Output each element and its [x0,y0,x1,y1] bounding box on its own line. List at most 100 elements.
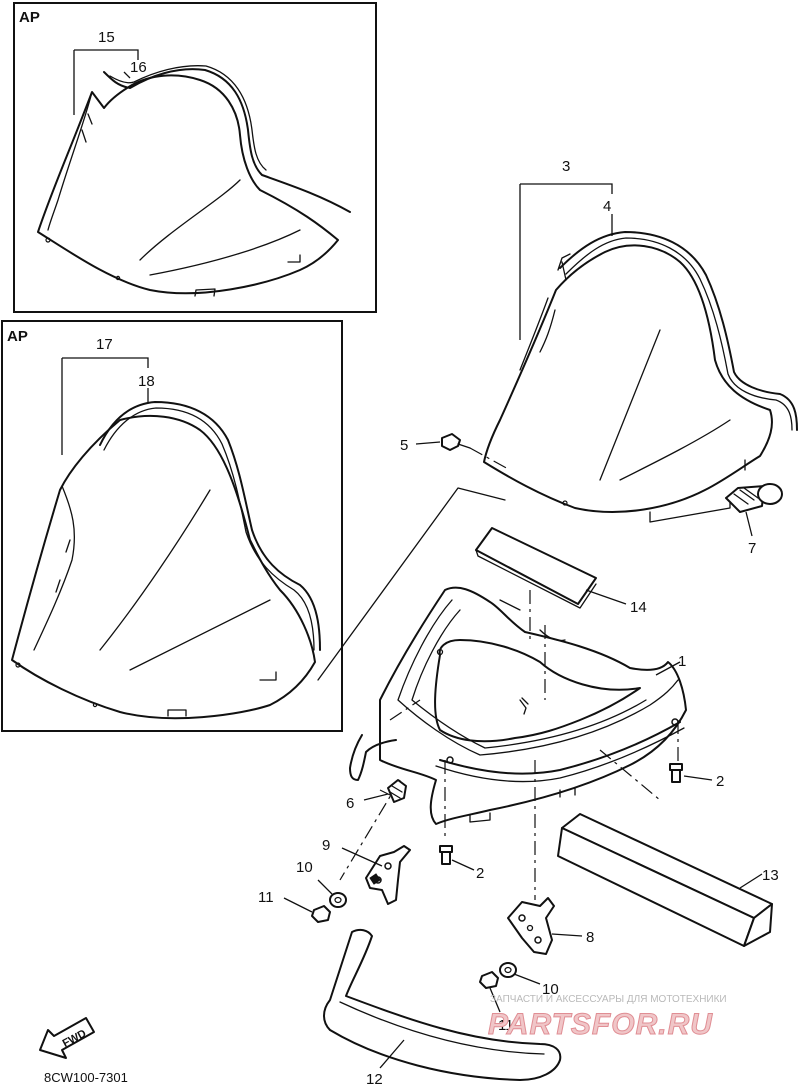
callout-10: 10 [542,981,559,998]
bolt-2-shape [441,851,451,865]
bolt-2-head [669,763,683,771]
leader-14 [585,589,627,605]
cowl-1-rim [397,599,679,756]
windshield-17-curve-2 [129,599,271,671]
clip-7-head [757,483,783,505]
callout-11: 11 [498,1017,514,1034]
bracket-9-bolt [369,873,381,885]
windshield-3-curve [599,329,661,481]
windshield-15-edge [47,91,93,231]
bracket-8-hole [518,914,526,922]
windshield-17-tabs [55,539,277,717]
leader-15 [73,49,139,115]
watermark-caption: ЗАПЧАСТИ И АКСЕССУАРЫ ДЛЯ МОТОТЕХНИКИ [490,994,727,1005]
inset-windshield-17: AP 17 18 [1,320,343,732]
assembly-lines [317,447,679,900]
windshield-17 [11,414,316,720]
handle-12: 12 [323,928,562,1086]
inset-tag: AP [19,9,40,26]
pad-14-edge [475,549,597,609]
windshield-17-hole [15,662,21,668]
molding-16 [103,68,351,213]
windshield-17-hole-2 [92,702,98,708]
windshield-15-curve [139,179,241,261]
cowl-1-lower-tabs [469,787,576,823]
callout-5: 5 [400,437,408,454]
cowl-1-hole [446,756,454,764]
washer-10-shape [329,892,347,908]
callout-8: 8 [586,929,594,946]
nut-11-shape [311,905,331,923]
cowl-1-hole-2 [671,718,679,726]
leader-2 [451,859,475,871]
clip-7: 7 [725,483,783,557]
callout-18: 18 [138,373,155,390]
windshield-3: 3 4 [483,158,798,523]
windshield-3-curve-2 [619,419,731,481]
fwd-arrow-icon [39,1017,95,1059]
molding-18-inner [103,407,315,651]
leader-16 [123,71,131,79]
callout-6: 6 [346,795,354,812]
clip-7-ribs [733,487,759,505]
hardware-right: 10 11 [479,962,559,1034]
handle-12-inner [339,1001,545,1055]
cowl-1-rim-2 [411,609,647,749]
leader-6 [363,793,389,801]
molding-16-inner [109,65,267,171]
callout-14: 14 [630,599,647,616]
leader-2 [683,775,713,781]
bolt-5: 5 [400,433,471,454]
nut-11-left: 11 [258,889,331,923]
inset-tag: AP [7,328,28,345]
pad-14: 14 [475,527,647,616]
bracket-8: 8 [507,897,594,955]
damper-6-shape [387,779,407,803]
washer-10-shape [499,962,517,978]
windshield-15 [37,74,339,295]
windshield-15-tabs [194,254,301,297]
bracket-9: 9 [322,837,411,905]
cowl-1-side-flap [349,734,397,781]
cowl-1-top [499,599,566,642]
cowl-1-mount [519,697,529,715]
cowl-1-outline [379,586,687,825]
assembly-line [339,779,401,881]
assembly-line [389,699,661,801]
leader-17 [61,357,149,455]
leader-10 [317,879,333,895]
bracket-8-hole-3 [526,924,534,932]
molding-4 [559,231,798,431]
bracket-9-shape [365,845,411,905]
cowl-1-hole-3 [436,648,444,656]
windshield-17-curve [99,489,211,651]
callout-17: 17 [96,336,113,353]
windshield-17-edge [33,485,75,651]
cowl-1-opening [434,639,641,743]
molding-4-inner [565,237,793,431]
leader-12 [379,1039,405,1069]
molding-18 [99,401,321,651]
windshield-15-slot [81,113,93,143]
bolt-2-head [439,845,453,853]
leader-11 [489,987,501,1013]
callout-7: 7 [748,540,756,557]
callout-2: 2 [476,865,484,882]
bracket-8-hole-2 [534,936,542,944]
leader-5 [415,441,441,445]
windshield-3-edge [519,297,556,371]
bolt-2-right: 2 [669,763,724,790]
callout-15: 15 [98,29,115,46]
cowl-1: 1 [349,586,687,825]
callout-13: 13 [762,867,779,884]
washer-10-left: 10 [296,859,347,908]
inset-frame [13,2,377,313]
leader-8 [551,933,583,937]
leader-11 [283,897,313,913]
washer-10-hole [334,896,342,904]
watermark: ЗАПЧАСТИ И АКСЕССУАРЫ ДЛЯ МОТОТЕХНИКИ PA… [488,994,727,1042]
leader-10 [513,973,541,985]
windshield-3-outline [483,244,773,513]
windshield-15-hole [45,237,51,243]
